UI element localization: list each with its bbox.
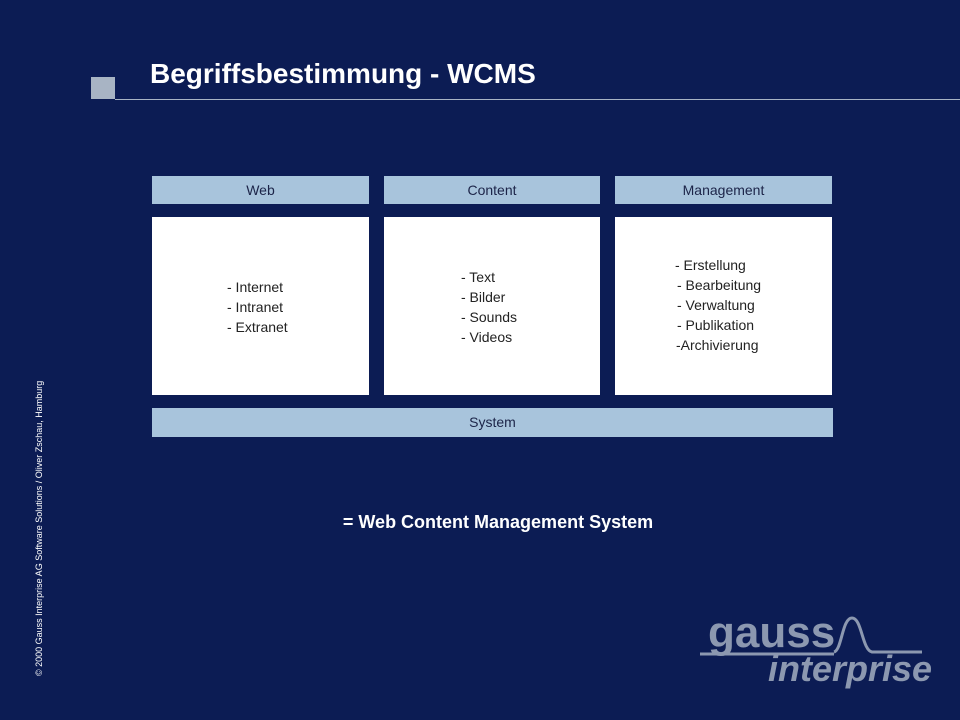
- system-bar: System: [152, 408, 833, 437]
- list-item: - Text: [461, 269, 495, 285]
- copyright-text: © 2000 Gauss Interprise AG Software Solu…: [34, 380, 44, 676]
- definition-text: = Web Content Management System: [342, 512, 654, 532]
- gauss-curve-icon: [700, 616, 922, 656]
- header-management: Management: [615, 176, 832, 204]
- header-content: Content: [384, 176, 600, 204]
- box-web: - Internet - Intranet - Extranet: [152, 217, 369, 395]
- box-content: - Text - Bilder - Sounds - Videos: [384, 217, 600, 395]
- list-item: - Internet: [227, 279, 284, 295]
- list-item: - Extranet: [227, 319, 288, 335]
- list-content: - Text - Bilder - Sounds - Videos: [461, 267, 517, 347]
- slide-title: Begriffsbestimmung - WCMS: [150, 58, 536, 89]
- list-item: -Archivierung: [676, 337, 759, 353]
- list-item: - Intranet: [227, 299, 284, 315]
- list-item: - Erstellung: [675, 257, 746, 273]
- box-management: - Erstellung - Bearbeitung - Verwaltung …: [615, 217, 832, 395]
- gauss-logo: gauss interprise: [700, 608, 933, 700]
- list-item: - Bilder: [461, 289, 506, 305]
- list-item: - Videos: [461, 329, 513, 345]
- list-management: - Erstellung - Bearbeitung - Verwaltung …: [675, 255, 761, 355]
- title-square-icon: [91, 77, 115, 99]
- list-item: - Verwaltung: [677, 297, 755, 313]
- list-item: - Publikation: [677, 317, 755, 333]
- title-divider: [115, 99, 960, 100]
- logo-word-interprise: interprise: [768, 648, 933, 689]
- logo-word-gauss: gauss: [708, 608, 836, 657]
- list-item: - Bearbeitung: [677, 277, 762, 293]
- header-web: Web: [152, 176, 369, 204]
- list-web: - Internet - Intranet - Extranet: [227, 277, 288, 337]
- list-item: - Sounds: [461, 309, 518, 325]
